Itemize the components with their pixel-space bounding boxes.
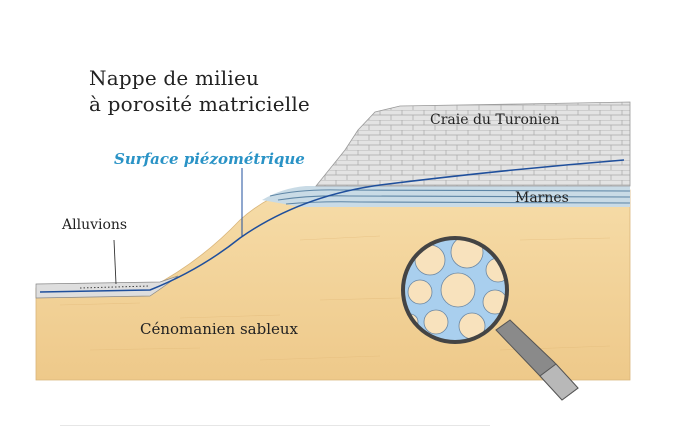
label-craie: Craie du Turonien <box>430 112 560 128</box>
alluvions-dots <box>79 285 151 289</box>
label-cenomanien: Cénomanien sableux <box>140 320 299 338</box>
diagram-title-line-1: Nappe de milieu <box>89 66 260 90</box>
sand-texture <box>59 235 611 361</box>
label-marnes: Marnes <box>515 190 569 206</box>
magnifier-lens <box>401 236 509 344</box>
bottom-divider <box>60 425 490 426</box>
label-surface-piezometrique: Surface piézométrique <box>114 150 305 168</box>
marnes-lines <box>269 189 631 205</box>
alluvions-layer <box>35 275 179 299</box>
piezometric-surface-line <box>39 159 625 293</box>
magnifier-handle <box>495 319 579 401</box>
alluvions-pointer <box>113 239 117 285</box>
label-alluvions: Alluvions <box>62 217 128 233</box>
diagram-title-line-2: à porosité matricielle <box>89 92 310 116</box>
craie-layer <box>315 101 631 187</box>
